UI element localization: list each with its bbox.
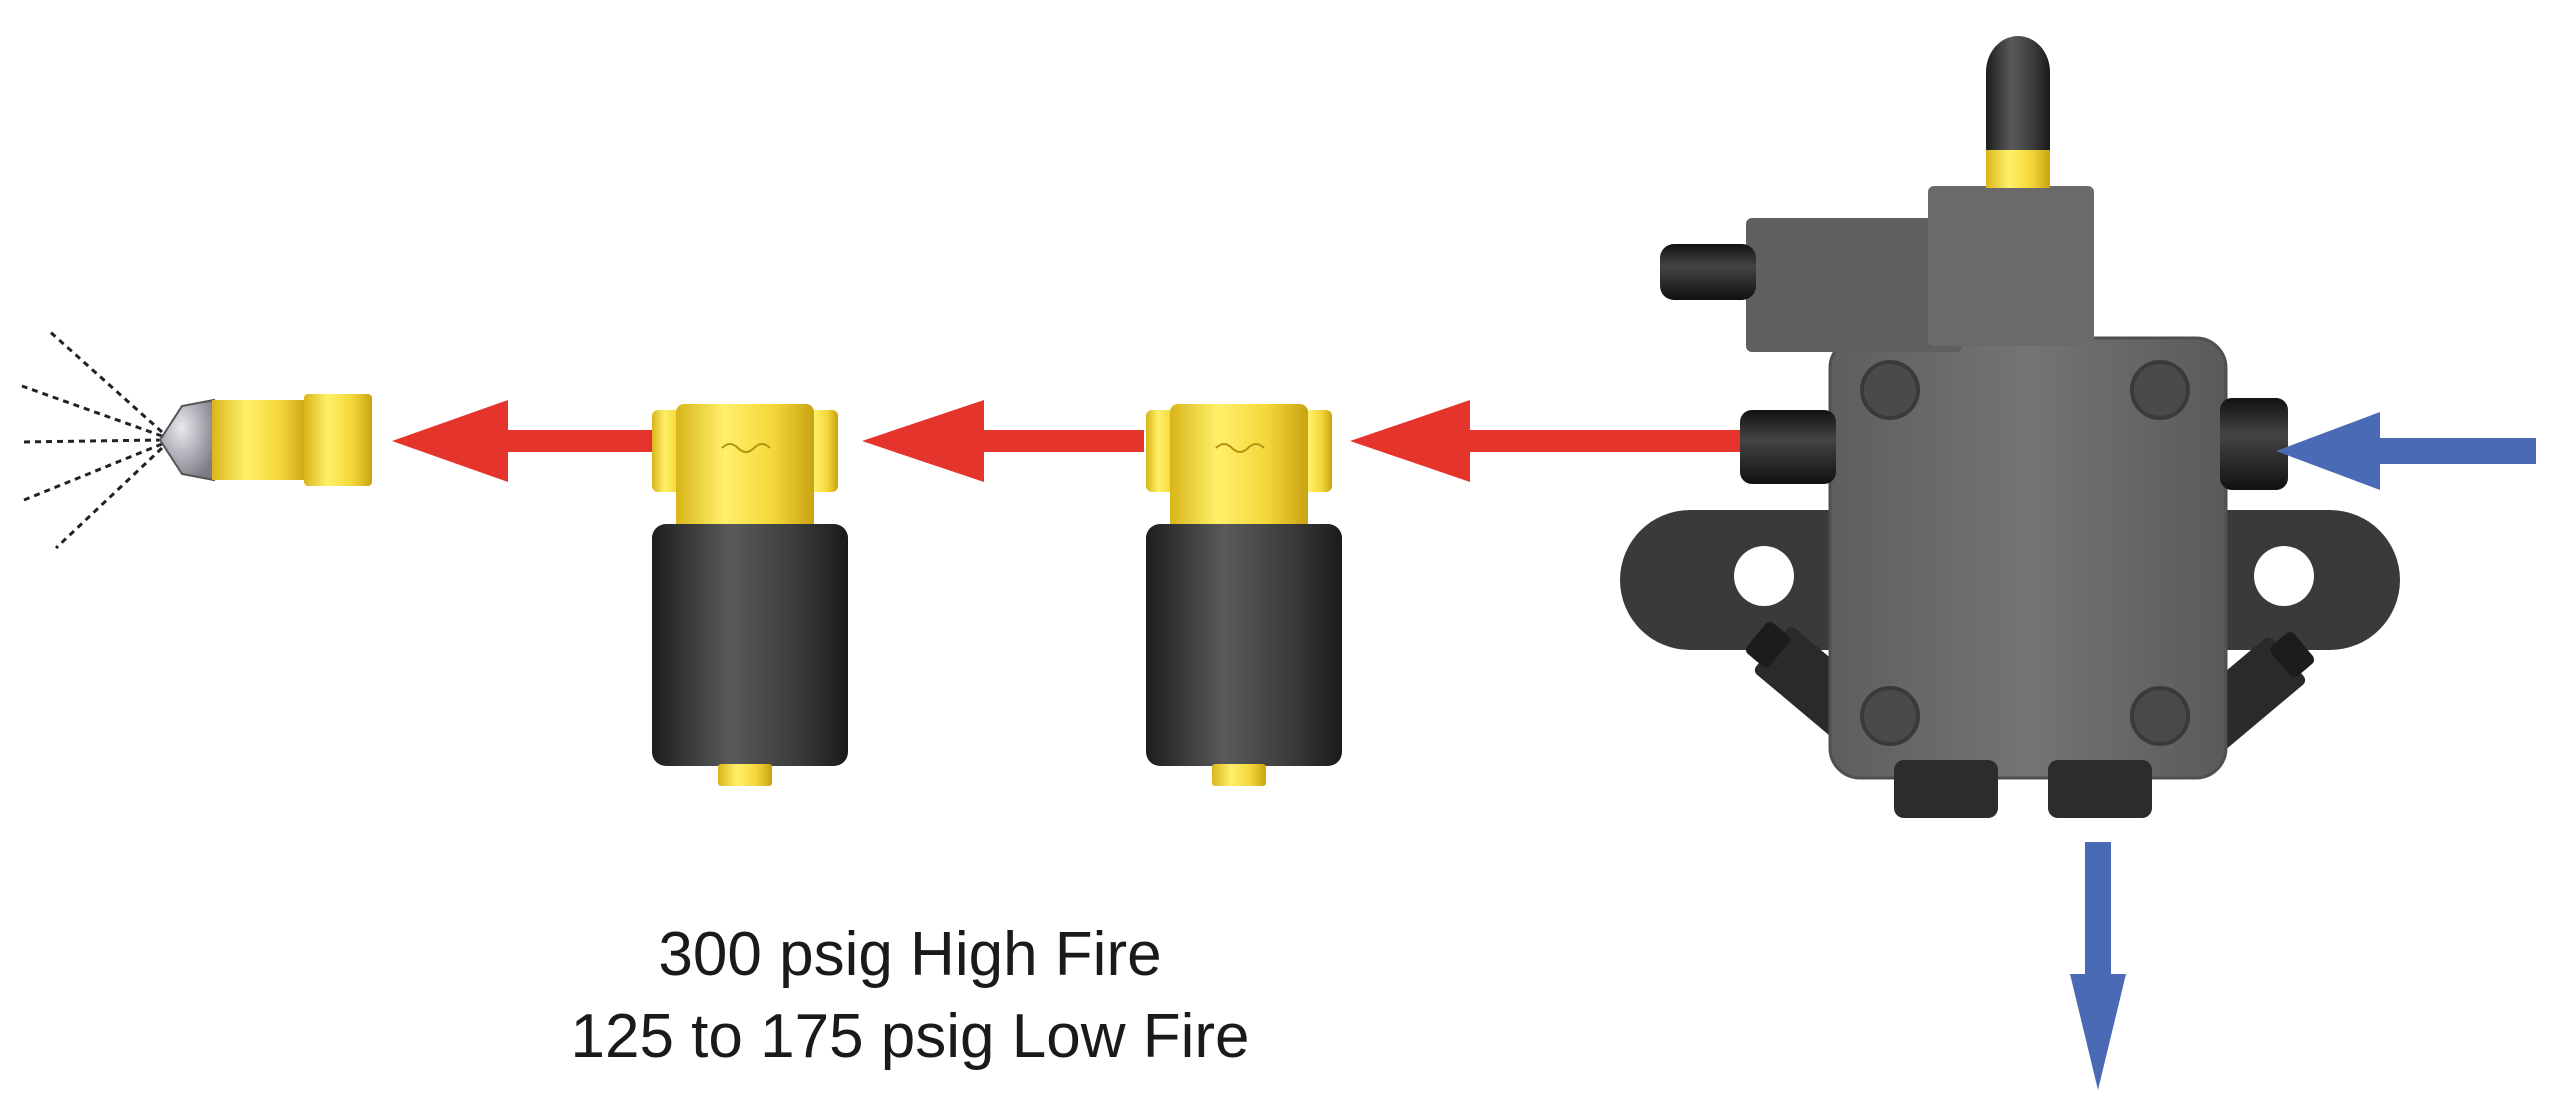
pump-adjuster-collar — [1986, 148, 2050, 188]
pump-inlet-port — [2220, 398, 2288, 490]
mount-hole-right — [2254, 546, 2314, 606]
valve-bottom-stem — [718, 764, 772, 786]
pump-bolt-br — [2130, 686, 2190, 746]
solenoid-valve-icon — [652, 404, 848, 786]
pump-bolt-bl — [1860, 686, 1920, 746]
return-arrow — [2070, 842, 2126, 1090]
nozzle-hex-nut — [304, 394, 372, 486]
pump-return-port-left — [1894, 760, 1998, 818]
valve-coil — [1146, 524, 1342, 766]
valve-brass-body — [676, 404, 814, 532]
flow-arrow-2 — [862, 400, 1144, 482]
pump-adjuster-cap — [1986, 36, 2050, 150]
nozzle-body — [212, 400, 308, 480]
solenoid-valve-icon — [1146, 404, 1342, 786]
pump-nozzle-port — [1740, 410, 1836, 484]
fuel-pump-icon — [1620, 36, 2400, 818]
pump-return-port-right — [2048, 760, 2152, 818]
nozzle-tip — [158, 398, 215, 482]
mount-hole-left — [1734, 546, 1794, 606]
valve-brass-body — [1170, 404, 1308, 532]
caption-low-fire: 125 to 175 psig Low Fire — [570, 1002, 1250, 1071]
pump-side-stub — [1660, 244, 1756, 300]
spray-lines — [19, 328, 164, 550]
pump-top-tower — [1928, 186, 2094, 346]
flow-arrow-1 — [392, 400, 662, 482]
valve-coil — [652, 524, 848, 766]
valve-bottom-stem — [1212, 764, 1266, 786]
flow-arrow-3 — [1350, 400, 1754, 482]
supply-arrow — [2276, 412, 2536, 490]
spray-nozzle-icon — [19, 328, 372, 550]
pump-bolt-tr — [2130, 360, 2190, 420]
pump-bolt-tl — [1860, 360, 1920, 420]
pump-top-block — [1746, 218, 1962, 352]
caption-high-fire: 300 psig High Fire — [658, 920, 1162, 989]
